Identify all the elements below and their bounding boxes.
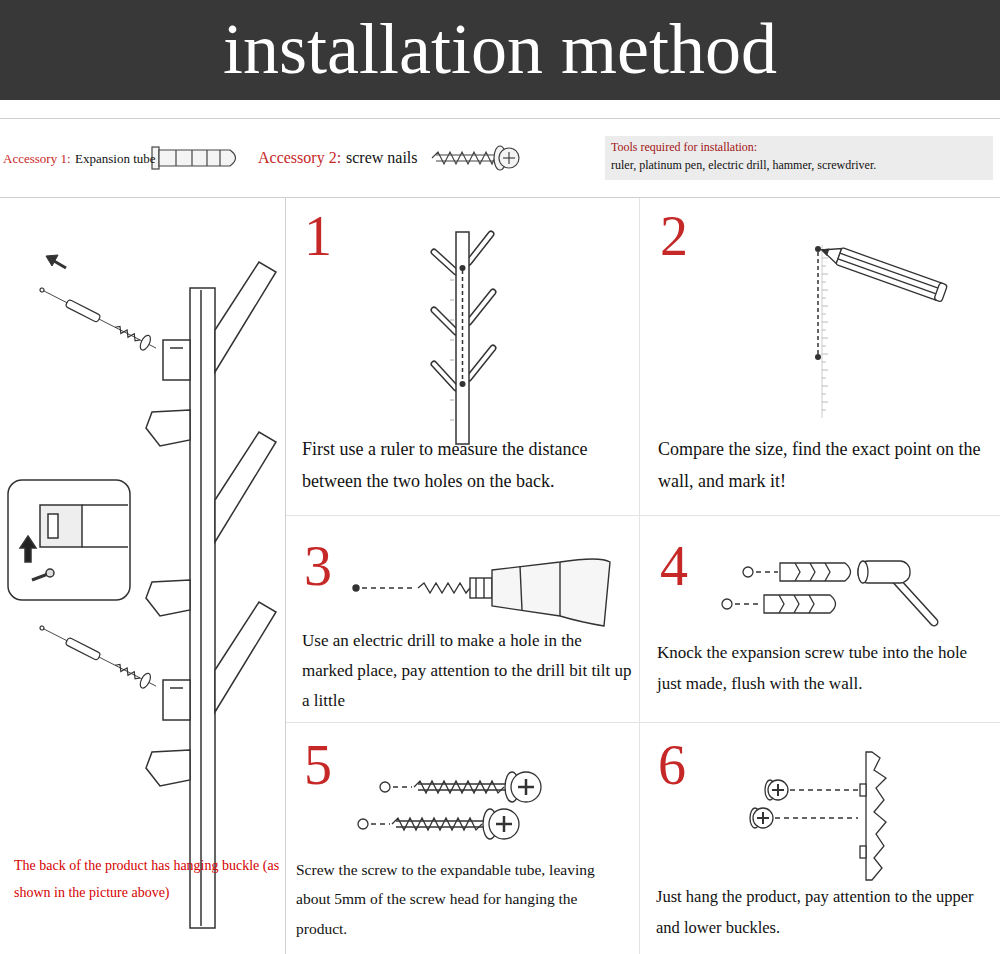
step-text: Knock the expansion screw tube into the … [657, 638, 993, 699]
screws [358, 772, 541, 839]
ruler-pencil [815, 242, 947, 418]
step-number: 1 [304, 208, 332, 264]
step-text: Screw the screw to the expandable tube, … [296, 855, 632, 943]
tools-ground [605, 136, 993, 180]
tube-icon [152, 147, 236, 169]
step-number: 5 [304, 737, 332, 793]
panel-box: 5Screw the screw to the expandable tube,… [286, 723, 640, 954]
panel-box: The back of the product has hanging buck… [0, 198, 286, 954]
step-number: 4 [660, 538, 688, 594]
accessory-label: Accessory 2: [258, 148, 341, 167]
direction-arrow [46, 255, 66, 268]
step-text: Just hang the product, pay attention to … [656, 881, 992, 944]
accessory-label: Accessory 1: [3, 151, 71, 167]
panel-box: Accessory 1:Expansion tube Accessory 2: sc… [0, 118, 1000, 198]
step-text: Use an electric drill to make a hole in … [302, 626, 634, 715]
accessory-name: Expansion tube [75, 151, 156, 167]
electric-drill [353, 559, 610, 626]
step-number: 6 [658, 737, 686, 793]
product-front [434, 232, 493, 444]
step-number: 3 [304, 538, 332, 594]
panel-box: 3Use an electric drill to make a hole in… [286, 516, 640, 723]
anchor-screw-top [37, 282, 160, 355]
step-number: 2 [660, 208, 688, 264]
panel-box: 1First use a ruler to measure the distan… [286, 198, 640, 516]
screw-icon [432, 146, 519, 170]
panel-box: 2Compare the size, find the exact point … [640, 198, 1000, 516]
accessory-name: screw nails [346, 148, 418, 167]
title-bar: installation method [0, 0, 1000, 100]
panel-box: 4Knock the expansion screw tube into the… [640, 516, 1000, 723]
step-text: First use a ruler to measure the distanc… [302, 434, 634, 497]
buckle-inset [8, 480, 130, 600]
tools-list: ruler, platinum pen, electric drill, ham… [611, 158, 876, 172]
panel-box: 6Just hang the product, pay attention to… [640, 723, 1000, 954]
anchors-hammer [722, 561, 934, 622]
step-text: Compare the size, find the exact point o… [658, 434, 994, 497]
tools-label: Tools required for installation: [611, 140, 757, 154]
note-text: The back of the product has hanging buck… [14, 853, 280, 906]
anchor-screw-bottom [37, 620, 160, 693]
hang-product [750, 752, 886, 880]
title-text: installation method [0, 10, 1000, 89]
product-back [146, 262, 276, 928]
